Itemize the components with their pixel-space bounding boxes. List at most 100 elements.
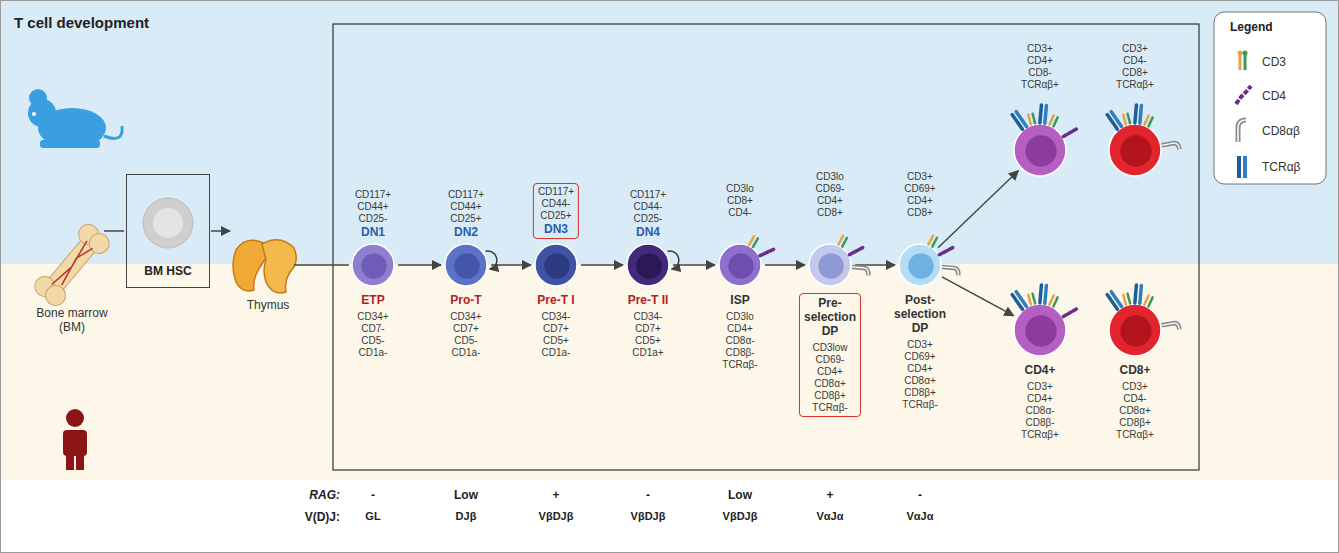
cd3-symbol bbox=[1049, 116, 1053, 125]
cd8-symbol bbox=[852, 267, 868, 275]
cd3-symbol bbox=[838, 236, 843, 245]
cd3-symbol bbox=[1148, 297, 1152, 306]
tcr-symbol bbox=[1140, 105, 1142, 123]
lower-label-group: Pre-selection DPCD3low CD69- CD4+ CD8α+ … bbox=[799, 293, 861, 417]
cd3-symbol bbox=[1028, 115, 1031, 125]
cd8-symbol bbox=[942, 267, 958, 275]
stem-cell-label: BM HSC bbox=[127, 264, 209, 278]
cell-node: CD3lo CD69- CD4+ CD8+Pre-selection DPCD3… bbox=[808, 243, 852, 287]
cd3-symbol bbox=[1128, 114, 1131, 124]
cell-nucleus bbox=[1120, 135, 1151, 166]
flow-arrow bbox=[211, 230, 230, 232]
cell-art bbox=[718, 243, 762, 287]
cd8-symbol bbox=[852, 267, 868, 275]
stage-name: ISP bbox=[730, 293, 749, 307]
stage-name: DN2 bbox=[454, 225, 478, 239]
cell-node: CD3+ CD4- CD8+ TCRαβ+ bbox=[1108, 123, 1162, 177]
cell-art bbox=[351, 243, 395, 287]
tcr-symbol bbox=[1135, 285, 1137, 303]
cell-node: CD117+ CD44- CD25+DN3Pre-T ICD34- CD7+ C… bbox=[534, 243, 578, 287]
cd8-symbol bbox=[1162, 143, 1180, 149]
cell-body bbox=[445, 244, 487, 286]
leader-line bbox=[294, 264, 349, 266]
stage-name: Post-selection DP bbox=[894, 293, 946, 335]
tcr-symbol bbox=[1111, 112, 1121, 127]
upper-label-group: CD3+ CD4+ CD8- TCRαβ+ bbox=[1021, 43, 1059, 91]
cell-art bbox=[534, 243, 578, 287]
lower-label-group: Pro-T CD34+ CD7+ CD5- CD1a- bbox=[450, 293, 481, 359]
stage-name: Pro-T bbox=[450, 293, 481, 307]
cell-nucleus bbox=[818, 253, 844, 279]
marker-list: CD34+ CD7+ CD5- CD1a- bbox=[450, 311, 481, 359]
cd4-symbol bbox=[1063, 309, 1077, 317]
upper-label-group: CD117+ CD44- CD25-DN4 bbox=[630, 189, 666, 239]
thymus-stage-box bbox=[333, 24, 1199, 470]
thymus-illustration bbox=[233, 240, 296, 293]
cell-art bbox=[1013, 123, 1067, 177]
hsc-cell bbox=[143, 198, 193, 248]
cd8-symbol bbox=[942, 267, 958, 275]
tcr-symbol bbox=[1016, 112, 1026, 127]
cell-art bbox=[1108, 123, 1162, 177]
stage-name: ETP bbox=[361, 293, 384, 307]
row-value: + bbox=[826, 488, 833, 502]
marker-list: CD3lo CD69- CD4+ CD8+ bbox=[816, 171, 845, 219]
cell-art bbox=[626, 243, 670, 287]
legend-label: TCRαβ bbox=[1262, 160, 1301, 174]
cell-node: CD117+ CD44+ CD25+DN2Pro-TCD34+ CD7+ CD5… bbox=[444, 243, 488, 287]
hsc-nucleus bbox=[153, 208, 183, 238]
legend-tcr-symbol bbox=[1239, 156, 1245, 178]
upper-label-group: CD117+ CD44- CD25+DN3 bbox=[533, 183, 579, 239]
row-value: - bbox=[371, 488, 375, 502]
marker-list: CD3lo CD4+ CD8α- CD8β- TCRαβ- bbox=[722, 311, 757, 371]
cd3-symbol bbox=[1123, 295, 1126, 305]
legend-cd4-symbol bbox=[1236, 86, 1251, 104]
lower-label-group: Pre-T II CD34- CD7+ CD5+ CD1a+ bbox=[628, 293, 669, 359]
row-value: VαJα bbox=[907, 510, 934, 522]
upper-label-group: CD3+ CD69+ CD4+ CD8+ bbox=[904, 171, 935, 219]
marker-list: CD117+ CD44+ CD25- bbox=[355, 189, 391, 225]
bone-illustration bbox=[31, 220, 114, 309]
row-value: RAG: bbox=[309, 488, 340, 502]
cell-art bbox=[808, 243, 852, 287]
cell-node: CD117+ CD44- CD25-DN4Pre-T IICD34- CD7+ … bbox=[626, 243, 670, 287]
tcr-symbol bbox=[1111, 292, 1121, 307]
lower-label-group: ISP CD3lo CD4+ CD8α- CD8β- TCRαβ- bbox=[722, 293, 757, 371]
cell-body bbox=[1109, 124, 1161, 176]
upper-label-group: CD117+ CD44+ CD25-DN1 bbox=[355, 189, 391, 239]
lower-label-group: Post-selection DPCD3+ CD69+ CD4+ CD8α+ C… bbox=[894, 293, 946, 411]
cd3-symbol bbox=[1144, 296, 1148, 305]
cd3-symbol bbox=[928, 236, 933, 245]
marker-list: CD3+ CD4+ CD8α- CD8β- TCRαβ+ bbox=[1021, 381, 1059, 441]
stage-name: Pre-T II bbox=[628, 293, 669, 307]
cell-nucleus bbox=[728, 253, 754, 279]
cd3-symbol bbox=[1033, 114, 1036, 124]
row-value: Low bbox=[728, 488, 752, 502]
legend-box bbox=[1214, 12, 1326, 184]
row-value: + bbox=[552, 488, 559, 502]
self-renewal-loop bbox=[486, 251, 497, 269]
cd3-symbol bbox=[1144, 116, 1148, 125]
human-band bbox=[0, 264, 1339, 480]
cell-node: CD3+ CD4+ CD8- TCRαβ+ bbox=[1013, 123, 1067, 177]
marker-list: CD34+ CD7- CD5- CD1a- bbox=[357, 311, 388, 359]
caption-label: Legend bbox=[1230, 20, 1273, 34]
cell-body bbox=[719, 244, 761, 286]
marker-list: CD3+ CD4- CD8α+ CD8β+ TCRαβ+ bbox=[1116, 381, 1154, 441]
marker-list: CD3+ CD4- CD8+ TCRαβ+ bbox=[1116, 43, 1154, 91]
cell-body bbox=[899, 244, 941, 286]
stage-arrow bbox=[942, 277, 1014, 316]
row-value: DJβ bbox=[456, 510, 477, 522]
stage-arrow bbox=[398, 264, 441, 266]
stem-cell-box: BM HSC bbox=[126, 174, 210, 288]
marker-list: CD34- CD7+ CD5+ CD1a+ bbox=[632, 311, 663, 359]
cd3-symbol bbox=[1033, 294, 1036, 304]
marker-list: CD3+ CD4+ CD8- TCRαβ+ bbox=[1021, 43, 1059, 91]
lower-label-group: CD8+CD3+ CD4- CD8α+ CD8β+ TCRαβ+ bbox=[1116, 363, 1154, 441]
cell-body bbox=[1014, 124, 1066, 176]
cd8-symbol bbox=[1162, 323, 1180, 329]
cell-body bbox=[535, 244, 577, 286]
cell-nucleus bbox=[361, 253, 387, 279]
row-value: VβDJβ bbox=[723, 510, 758, 522]
